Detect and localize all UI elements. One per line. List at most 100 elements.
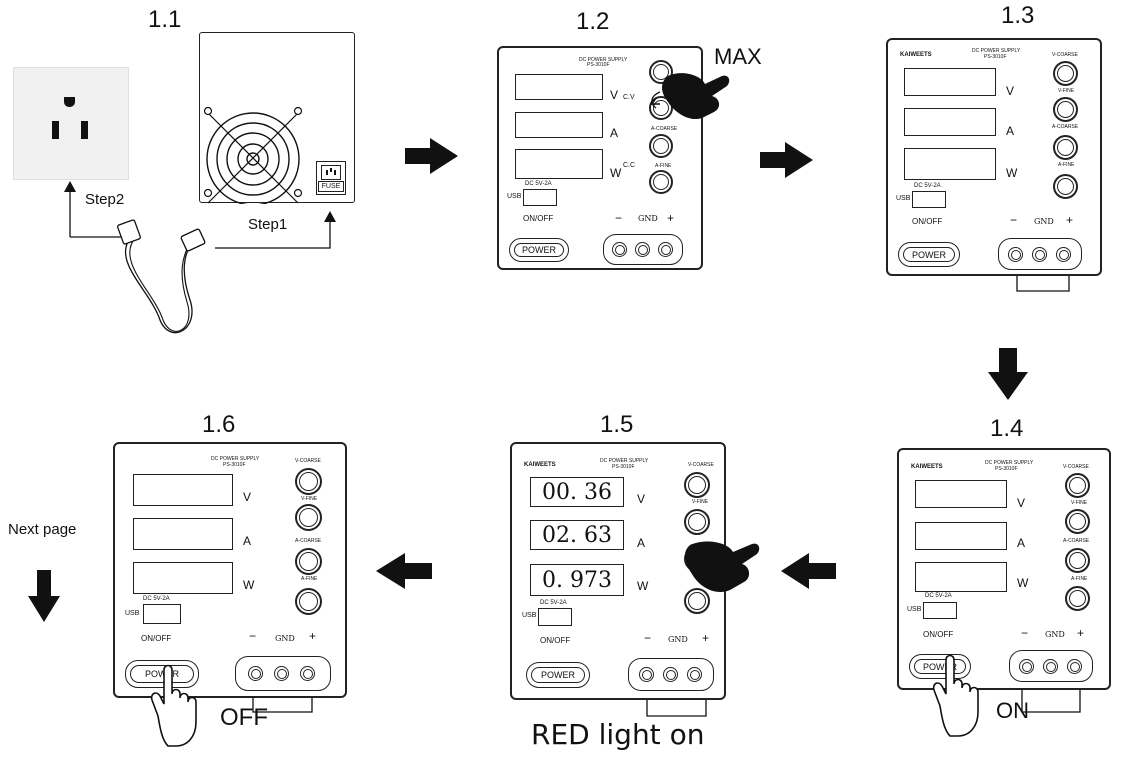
a-coarse-label: A-COARSE bbox=[651, 126, 678, 132]
terminal-gnd[interactable] bbox=[663, 667, 678, 682]
gnd-label: GND bbox=[275, 634, 295, 643]
terminal-box bbox=[998, 238, 1082, 270]
arrow-left-1 bbox=[781, 553, 836, 589]
terminal-gnd[interactable] bbox=[1032, 247, 1047, 262]
model-text: PS-3010F bbox=[223, 462, 246, 468]
unit-w: W bbox=[243, 578, 255, 592]
terminal-positive[interactable] bbox=[1067, 659, 1082, 674]
step-number-1-3: 1.3 bbox=[1001, 2, 1035, 29]
a-coarse-label: A-COARSE bbox=[1063, 538, 1090, 544]
v-coarse-label: V-COARSE bbox=[1052, 52, 1078, 58]
v-coarse-knob[interactable] bbox=[684, 472, 710, 498]
v-fine-knob[interactable] bbox=[1053, 97, 1078, 122]
terminal-gnd[interactable] bbox=[1043, 659, 1058, 674]
terminal-gnd[interactable] bbox=[274, 666, 289, 681]
a-coarse-label: A-COARSE bbox=[295, 538, 322, 544]
usb-port[interactable] bbox=[143, 604, 181, 624]
terminal-positive[interactable] bbox=[687, 667, 702, 682]
watt-display: 0. 973 bbox=[530, 564, 624, 596]
v-coarse-knob[interactable] bbox=[295, 468, 322, 495]
arrow-right-2 bbox=[760, 142, 813, 178]
psu-back-panel: FUSE bbox=[199, 32, 355, 204]
socket-slot-left bbox=[52, 121, 59, 139]
unit-v: V bbox=[1017, 496, 1026, 510]
v-fine-knob[interactable] bbox=[295, 504, 322, 531]
product-text: DC POWER SUPPLY bbox=[579, 57, 628, 63]
socket-ground-hole bbox=[64, 97, 75, 107]
amp-display bbox=[915, 522, 1007, 550]
a-coarse-knob[interactable] bbox=[649, 134, 673, 158]
terminal-negative[interactable] bbox=[612, 242, 627, 257]
cv-label: C.V bbox=[623, 94, 635, 101]
volt-display bbox=[904, 68, 996, 96]
power-button[interactable]: POWER bbox=[909, 654, 971, 679]
unit-a: A bbox=[243, 534, 252, 548]
watt-display bbox=[915, 562, 1007, 592]
a-fine-knob[interactable] bbox=[684, 588, 710, 614]
power-button[interactable]: POWER bbox=[526, 662, 590, 688]
terminal-negative[interactable] bbox=[1008, 247, 1023, 262]
psu-front-1-6: DC POWER SUPPLY PS-3010F V-COARSE V-FINE… bbox=[113, 442, 347, 698]
power-button[interactable]: POWER bbox=[509, 238, 569, 262]
red-light-label: RED light on bbox=[531, 718, 705, 751]
gnd-label: GND bbox=[1045, 630, 1065, 639]
unit-v: V bbox=[637, 492, 646, 506]
a-coarse-knob[interactable] bbox=[1065, 548, 1090, 573]
volt-display: 00. 36 bbox=[530, 477, 624, 507]
watt-display bbox=[904, 148, 996, 180]
brand-text: KAIWEETS bbox=[900, 52, 932, 58]
brand-text: KAIWEETS bbox=[524, 462, 556, 468]
amp-display bbox=[515, 112, 603, 138]
v-coarse-knob[interactable] bbox=[649, 60, 673, 84]
usb-spec: DC 5V-2A bbox=[925, 593, 952, 599]
v-coarse-knob[interactable] bbox=[1065, 473, 1090, 498]
step-number-1-1: 1.1 bbox=[148, 6, 182, 33]
terminal-positive[interactable] bbox=[300, 666, 315, 681]
power-button[interactable]: POWER bbox=[898, 242, 960, 267]
terminal-positive[interactable] bbox=[658, 242, 673, 257]
arrow-right-1 bbox=[405, 138, 458, 174]
a-coarse-knob[interactable] bbox=[1053, 135, 1078, 160]
a-fine-knob[interactable] bbox=[295, 588, 322, 615]
terminal-positive[interactable] bbox=[1056, 247, 1071, 262]
psu-front-1-4: KAIWEETS DC POWER SUPPLY PS-3010F V-COAR… bbox=[897, 448, 1111, 690]
v-fine-label: V-FINE bbox=[1071, 500, 1088, 506]
v-coarse-knob[interactable] bbox=[1053, 61, 1078, 86]
psu-front-1-3: KAIWEETS DC POWER SUPPLY PS-3010F V-COAR… bbox=[886, 38, 1102, 276]
a-fine-knob[interactable] bbox=[1053, 174, 1078, 199]
terminal-negative[interactable] bbox=[248, 666, 263, 681]
watt-display bbox=[133, 562, 233, 594]
a-coarse-knob[interactable] bbox=[295, 548, 322, 575]
a-fine-knob[interactable] bbox=[1065, 586, 1090, 611]
amp-display bbox=[904, 108, 996, 136]
v-fine-knob[interactable] bbox=[649, 96, 673, 120]
unit-v: V bbox=[243, 490, 252, 504]
terminal-negative[interactable] bbox=[639, 667, 654, 682]
unit-w: W bbox=[610, 166, 622, 180]
usb-port[interactable] bbox=[912, 191, 946, 208]
gnd-label: GND bbox=[1034, 217, 1054, 226]
usb-port[interactable] bbox=[538, 608, 572, 626]
cc-label: C.C bbox=[623, 162, 636, 169]
minus-label: − bbox=[1010, 213, 1018, 227]
a-fine-knob[interactable] bbox=[649, 170, 673, 194]
v-fine-knob[interactable] bbox=[684, 509, 710, 535]
hand-press-power-1-6 bbox=[150, 664, 197, 747]
plus-label: + bbox=[309, 629, 317, 643]
power-button[interactable]: POWER bbox=[125, 660, 199, 688]
usb-label: USB bbox=[125, 610, 140, 617]
hand-press-power-1-4 bbox=[932, 654, 979, 737]
power-label: POWER bbox=[521, 245, 556, 255]
terminal-gnd[interactable] bbox=[635, 242, 650, 257]
gnd-label: GND bbox=[638, 214, 658, 223]
amp-display bbox=[133, 518, 233, 550]
usb-port[interactable] bbox=[923, 602, 957, 619]
step2-label: Step2 bbox=[85, 191, 125, 208]
v-fine-knob[interactable] bbox=[1065, 509, 1090, 534]
usb-port[interactable] bbox=[523, 189, 557, 206]
socket-slot-right bbox=[81, 121, 88, 139]
v-coarse-label: V-COARSE bbox=[295, 458, 321, 464]
power-inlet bbox=[321, 165, 341, 180]
terminal-negative[interactable] bbox=[1019, 659, 1034, 674]
